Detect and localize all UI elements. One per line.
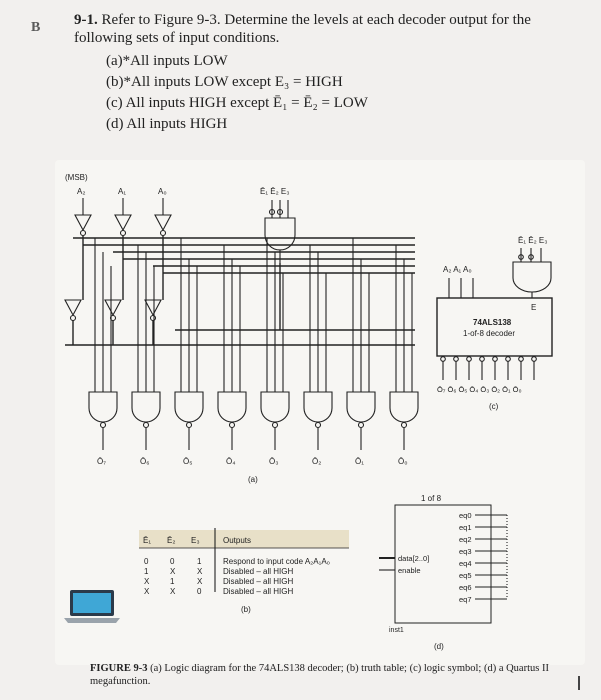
tt-header-e2: Ē₂ — [167, 536, 175, 545]
question-number: 9-1. — [74, 12, 98, 28]
mf-inst: inst1 — [389, 627, 404, 634]
tt-r3-e3: X — [197, 577, 203, 586]
part-c: (c) All inputs HIGH except Ē₁ = Ē₂ = LOW — [106, 95, 368, 111]
fig-c-label: (c) — [489, 402, 499, 411]
mf-eq0: eq0 — [459, 511, 472, 520]
mf-eq5: eq5 — [459, 571, 472, 580]
output-o2-label: Ō₂ — [312, 457, 321, 466]
tt-header-outputs: Outputs — [223, 536, 251, 545]
caption-bold: FIGURE 9-3 — [90, 663, 148, 674]
tt-r3-out: Disabled – all HIGH — [223, 577, 293, 586]
output-o5-label: Ō₅ — [183, 457, 192, 466]
chip-name: 74ALS138 — [473, 318, 512, 327]
mf-eq6: eq6 — [459, 583, 472, 592]
tt-r2-e3: X — [197, 567, 203, 576]
tt-r3-e2: 1 — [170, 577, 175, 586]
output-o7-label: Ō₇ — [97, 457, 106, 466]
output-o6-label: Ō₆ — [140, 457, 149, 466]
mf-eq7: eq7 — [459, 595, 472, 604]
figure-svg: (MSB) A₂ A₁ A₀ Ē₁ Ē₂ E₃ — [64, 173, 553, 651]
enable-label-a: Ē₁ Ē₂ E₃ — [260, 187, 290, 196]
mf-title: 1 of 8 — [421, 494, 442, 503]
tt-r2-e1: 1 — [144, 567, 149, 576]
tt-header-e3: E₃ — [191, 536, 200, 545]
output-o4-label: Ō₄ — [226, 457, 236, 466]
mf-input-enable: enable — [398, 566, 421, 575]
laptop-icon — [64, 590, 120, 623]
tt-r1-out: Respond to input code A₂A₁A₀ — [223, 557, 330, 566]
output-o0-label: Ō₀ — [398, 457, 408, 466]
caption-text: (a) Logic diagram for the 74ALS138 decod… — [90, 663, 549, 687]
input-a2-label: A₂ — [77, 187, 85, 196]
mf-eq1: eq1 — [459, 523, 472, 532]
tt-r4-out: Disabled – all HIGH — [223, 587, 293, 596]
question-parts: (a)*All inputs LOW (b)*All inputs LOW ex… — [106, 51, 584, 135]
output-o1-label: Ō₁ — [355, 457, 364, 466]
question-stem: Refer to Figure 9-3. Determine the level… — [74, 12, 531, 46]
tt-r4-e2: X — [170, 587, 176, 596]
tt-header-e1: Ē₁ — [143, 536, 151, 545]
fig-d-label: (d) — [434, 642, 444, 651]
part-a: (a)*All inputs LOW — [106, 53, 228, 69]
tt-r2-e2: X — [170, 567, 176, 576]
gate-taps — [94, 238, 413, 392]
tt-r4-e1: X — [144, 587, 150, 596]
e-label-c: E — [531, 303, 536, 312]
logic-symbol: Ē₁ Ē₂ E₃ A₂ A₁ A₀ E 74ALS138 1-of-8 deco… — [436, 236, 553, 411]
figure-panel: (MSB) A₂ A₁ A₀ Ē₁ Ē₂ E₃ — [55, 160, 585, 665]
text-cursor — [578, 676, 580, 690]
tt-r1-e2: 0 — [170, 557, 175, 566]
inputs-label-c: A₂ A₁ A₀ — [443, 265, 472, 274]
chip-desc: 1-of-8 decoder — [463, 329, 515, 338]
tt-r3-e1: X — [144, 577, 150, 586]
megafunction: 1 of 8 data[2..0] enable eq0 eq1 eq2 eq3… — [379, 494, 508, 651]
truth-table: Ē₁ Ē₂ E₃ Outputs 0 0 1 Respond to input … — [139, 528, 349, 614]
enable-label-c: Ē₁ Ē₂ E₃ — [518, 236, 548, 245]
output-o3-label: Ō₃ — [269, 457, 278, 466]
fig-a-label: (a) — [248, 475, 258, 484]
input-a1-label: A₁ — [118, 187, 126, 196]
fig-b-label: (b) — [241, 605, 251, 614]
enable-gate — [264, 200, 296, 263]
tt-r4-e3: 0 — [197, 587, 202, 596]
nand-gates — [88, 391, 419, 450]
part-b: (b)*All inputs LOW except E₃ = HIGH — [106, 74, 343, 90]
outputs-label-c: Ō₇ Ō₆ Ō₅ Ō₄ Ō₃ Ō₂ Ō₁ Ō₀ — [437, 385, 522, 394]
question: 9-1. Refer to Figure 9-3. Determine the … — [74, 11, 584, 135]
tt-r2-out: Disabled – all HIGH — [223, 567, 293, 576]
section-label: B — [31, 20, 41, 35]
msb-label: (MSB) — [65, 173, 88, 182]
mf-eq3: eq3 — [459, 547, 472, 556]
mf-eq2: eq2 — [459, 535, 472, 544]
part-d: (d) All inputs HIGH — [106, 116, 228, 132]
mf-input-data: data[2..0] — [398, 554, 429, 563]
tt-r1-e1: 0 — [144, 557, 149, 566]
figure-caption: FIGURE 9-3 (a) Logic diagram for the 74A… — [90, 662, 580, 688]
tt-r1-e3: 1 — [197, 557, 202, 566]
mf-eq4: eq4 — [459, 559, 472, 568]
input-a0-label: A₀ — [158, 187, 167, 196]
